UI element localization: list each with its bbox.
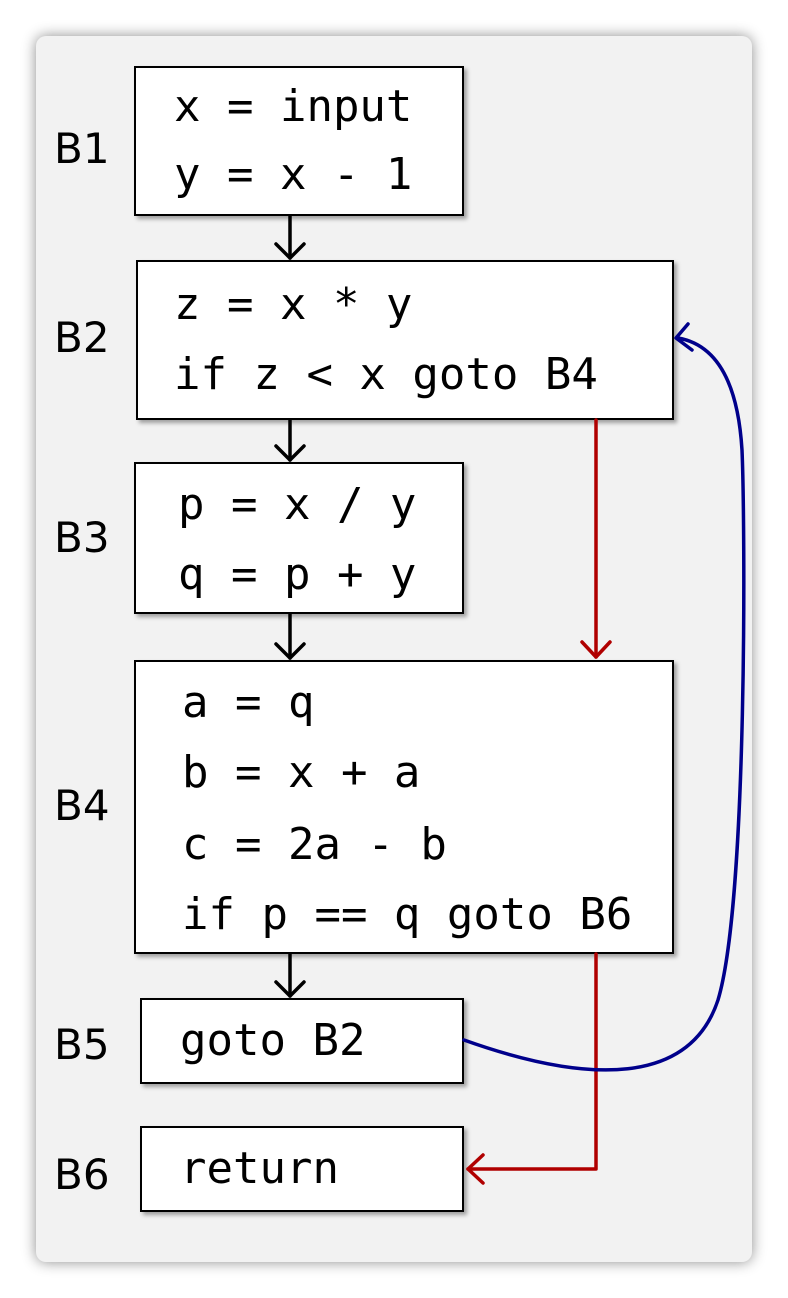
block-label-b6: B6 xyxy=(54,1150,110,1199)
code-line: a = q xyxy=(182,677,315,728)
basic-block-b6: return xyxy=(140,1126,464,1212)
edge-b2-b3 xyxy=(274,418,306,462)
code-line: c = 2a - b xyxy=(182,819,447,870)
code-line: y = x - 1 xyxy=(174,149,413,200)
code-line: if z < x goto B4 xyxy=(174,349,598,400)
basic-block-b1: x = input y = x - 1 xyxy=(134,66,464,216)
basic-block-b5: goto B2 xyxy=(140,998,464,1084)
edge-b4-b6 xyxy=(466,952,598,1185)
basic-block-b4: a = q b = x + a c = 2a - b if p == q got… xyxy=(134,660,674,954)
basic-block-b2: z = x * y if z < x goto B4 xyxy=(136,260,674,420)
code-line: x = input xyxy=(174,81,413,132)
code-line: z = x * y xyxy=(174,279,413,330)
edge-b3-b4 xyxy=(274,612,306,660)
block-label-b3: B3 xyxy=(54,513,110,562)
code-line: b = x + a xyxy=(182,747,421,798)
edge-b4-b5 xyxy=(274,952,306,998)
block-label-b4: B4 xyxy=(54,781,110,830)
block-label-b2: B2 xyxy=(54,313,110,362)
block-label-b1: B1 xyxy=(54,124,110,173)
block-label-b5: B5 xyxy=(54,1020,110,1069)
code-line: goto B2 xyxy=(180,1015,366,1066)
code-line: q = p + y xyxy=(178,549,417,600)
edge-b1-b2 xyxy=(274,214,306,260)
code-line: return xyxy=(180,1143,339,1194)
code-line: if p == q goto B6 xyxy=(182,889,633,940)
code-line: p = x / y xyxy=(178,479,417,530)
basic-block-b3: p = x / y q = p + y xyxy=(134,462,464,614)
edge-b5-b2 xyxy=(462,322,746,1072)
edge-b2-b4 xyxy=(580,418,612,659)
